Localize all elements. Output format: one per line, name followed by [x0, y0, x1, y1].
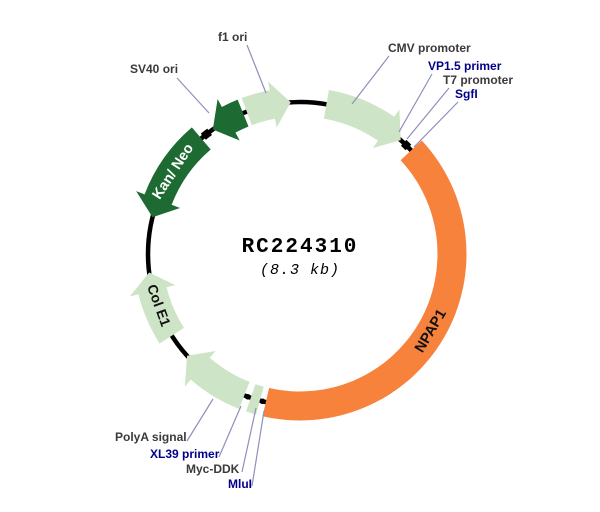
plasmid-name: RC224310 — [241, 236, 359, 259]
polya-signal-leader-line — [186, 398, 214, 442]
mlui-leader-line — [251, 410, 265, 487]
sv40-ori-arc — [212, 99, 249, 141]
cmv-promoter-label: CMV promoter — [388, 41, 471, 55]
mlui-label: MluI — [228, 477, 252, 491]
sv40-ori-leader-line — [176, 77, 210, 114]
myc-ddk-arc — [246, 384, 264, 415]
myc-ddk-leader-line — [241, 407, 257, 473]
kan-neo-arc — [136, 127, 211, 218]
f1-ori-arc — [241, 81, 291, 128]
plasmid-size: (8.3 kb) — [259, 262, 340, 279]
sv40-junction-tick — [200, 128, 212, 140]
f1-ori-label: f1 ori — [218, 30, 248, 44]
cmv-promoter-arc — [323, 90, 401, 149]
cmv-promoter-leader-line — [351, 55, 390, 105]
myc-ddk-label: Myc-DDK — [186, 462, 240, 476]
plasmid-center-title: RC224310 (8.3 kb) — [200, 236, 400, 279]
f1-ori-leader-line — [246, 44, 267, 94]
mlui-site-dot — [259, 398, 266, 405]
npap1-arc — [262, 140, 467, 421]
sgfi-label: SgfI — [455, 87, 478, 101]
t7-promoter-label: T7 promoter — [443, 73, 514, 87]
t7-promoter-leader-line — [406, 87, 450, 140]
polya-signal-arc — [184, 350, 250, 409]
xl39-primer-leader-line — [218, 405, 242, 458]
xl39-site-dot — [244, 393, 251, 400]
col-e1-arc — [129, 272, 185, 344]
sgfi-site-tick — [400, 139, 412, 151]
vp15-primer-leader-line — [398, 73, 433, 133]
sv40-ori-label: SV40 ori — [130, 62, 179, 76]
sgfi-leader-line — [413, 101, 459, 148]
vp15-primer-label: VP1.5 primer — [428, 59, 502, 73]
xl39-primer-label: XL39 primer — [150, 447, 220, 461]
polya-signal-label: PolyA signal — [115, 430, 187, 444]
